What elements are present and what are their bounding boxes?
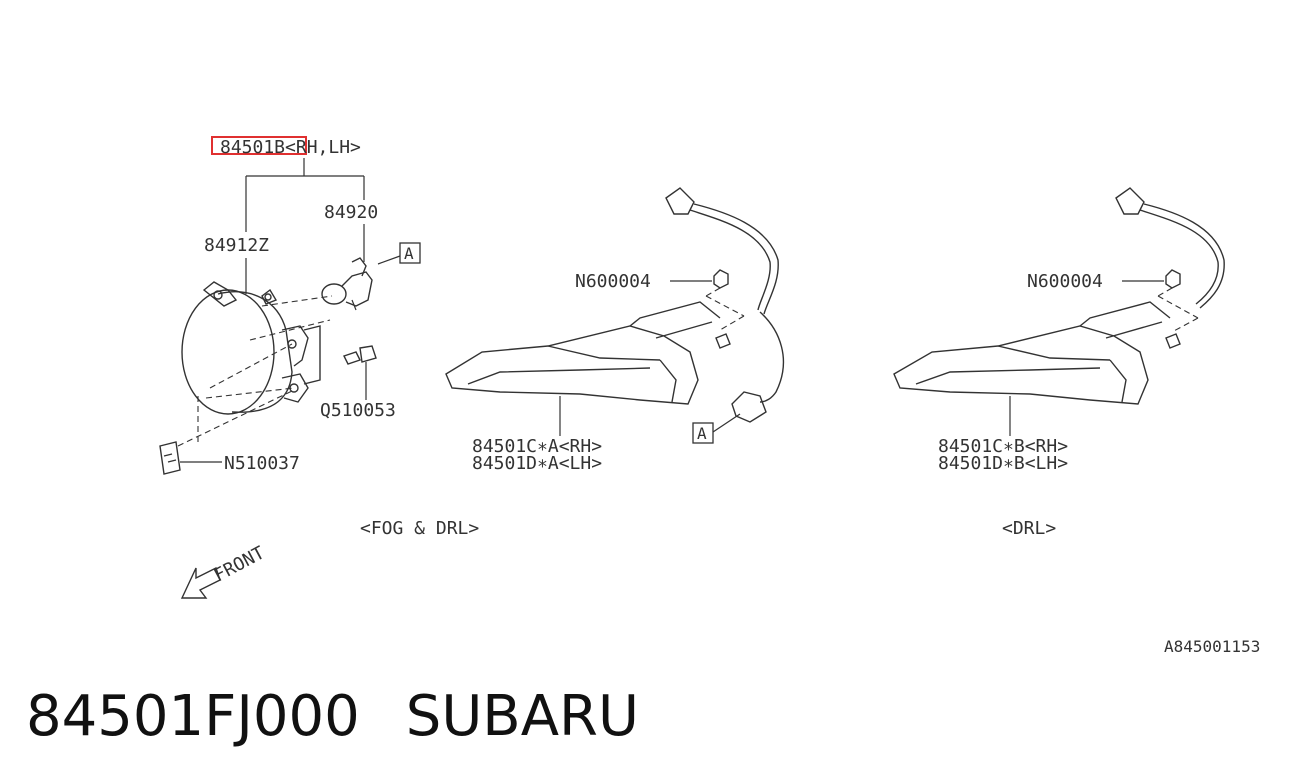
drl-rh-label[interactable]: 84501C∗B<RH>: [938, 436, 1068, 457]
group-drl-label: <DRL>: [1002, 518, 1056, 539]
nut-part-label-right[interactable]: N600004: [1027, 271, 1103, 292]
drl-assembly: N600004 84501C∗B<RH> 84501D∗B<LH> <DRL>: [893, 187, 1225, 539]
bulb: [321, 283, 347, 305]
front-label: FRONT: [210, 542, 268, 586]
nut-part-label-left[interactable]: N600004: [575, 271, 651, 292]
drl-fog-lh-label[interactable]: 84501D∗A<LH>: [472, 453, 602, 474]
housing-part-label[interactable]: 84912Z: [204, 235, 269, 256]
group-fog-drl-label: <FOG & DRL>: [360, 518, 479, 539]
wire-connector-top-right: [1115, 187, 1145, 215]
ref-marker-box: [399, 242, 421, 264]
screw-part-label[interactable]: Q510053: [320, 400, 396, 421]
front-arrow: FRONT: [180, 542, 268, 599]
fog-lamp-assembly: 84501B<RH,LH> 84920 84912Z A: [159, 136, 421, 475]
wire-connector-top: [665, 187, 695, 215]
fog-drl-assembly: A N600004 84501C∗A<RH> 84501D∗A<LH> <FOG…: [360, 187, 785, 539]
wire-connector-bottom: [731, 391, 767, 423]
drl-lamp-body: [445, 325, 699, 405]
drl-lh-label[interactable]: 84501D∗B<LH>: [938, 453, 1068, 474]
caption-part-number: 84501FJ000: [26, 684, 360, 749]
arrow-left-icon: [180, 567, 221, 599]
bulb-part-label[interactable]: 84920: [324, 202, 378, 223]
caption: 84501FJ000 SUBARU: [26, 684, 639, 749]
drl-lamp-body-right: [893, 325, 1149, 405]
clip: [159, 441, 181, 475]
clip-part-label[interactable]: N510037: [224, 453, 300, 474]
screw: [343, 345, 377, 365]
part-highlight-box[interactable]: [211, 136, 307, 155]
ref-marker-box-2: [692, 422, 714, 444]
ref-marker-label-2: A: [697, 424, 707, 443]
assembly-part-label[interactable]: 84501B<RH,LH>: [220, 137, 361, 158]
ref-marker-label: A: [404, 244, 414, 263]
nut: [713, 269, 729, 289]
figure-id: A845001153: [1164, 637, 1260, 656]
caption-brand: SUBARU: [405, 684, 639, 749]
drl-fog-rh-label[interactable]: 84501C∗A<RH>: [472, 436, 602, 457]
nut-right: [1165, 269, 1181, 289]
